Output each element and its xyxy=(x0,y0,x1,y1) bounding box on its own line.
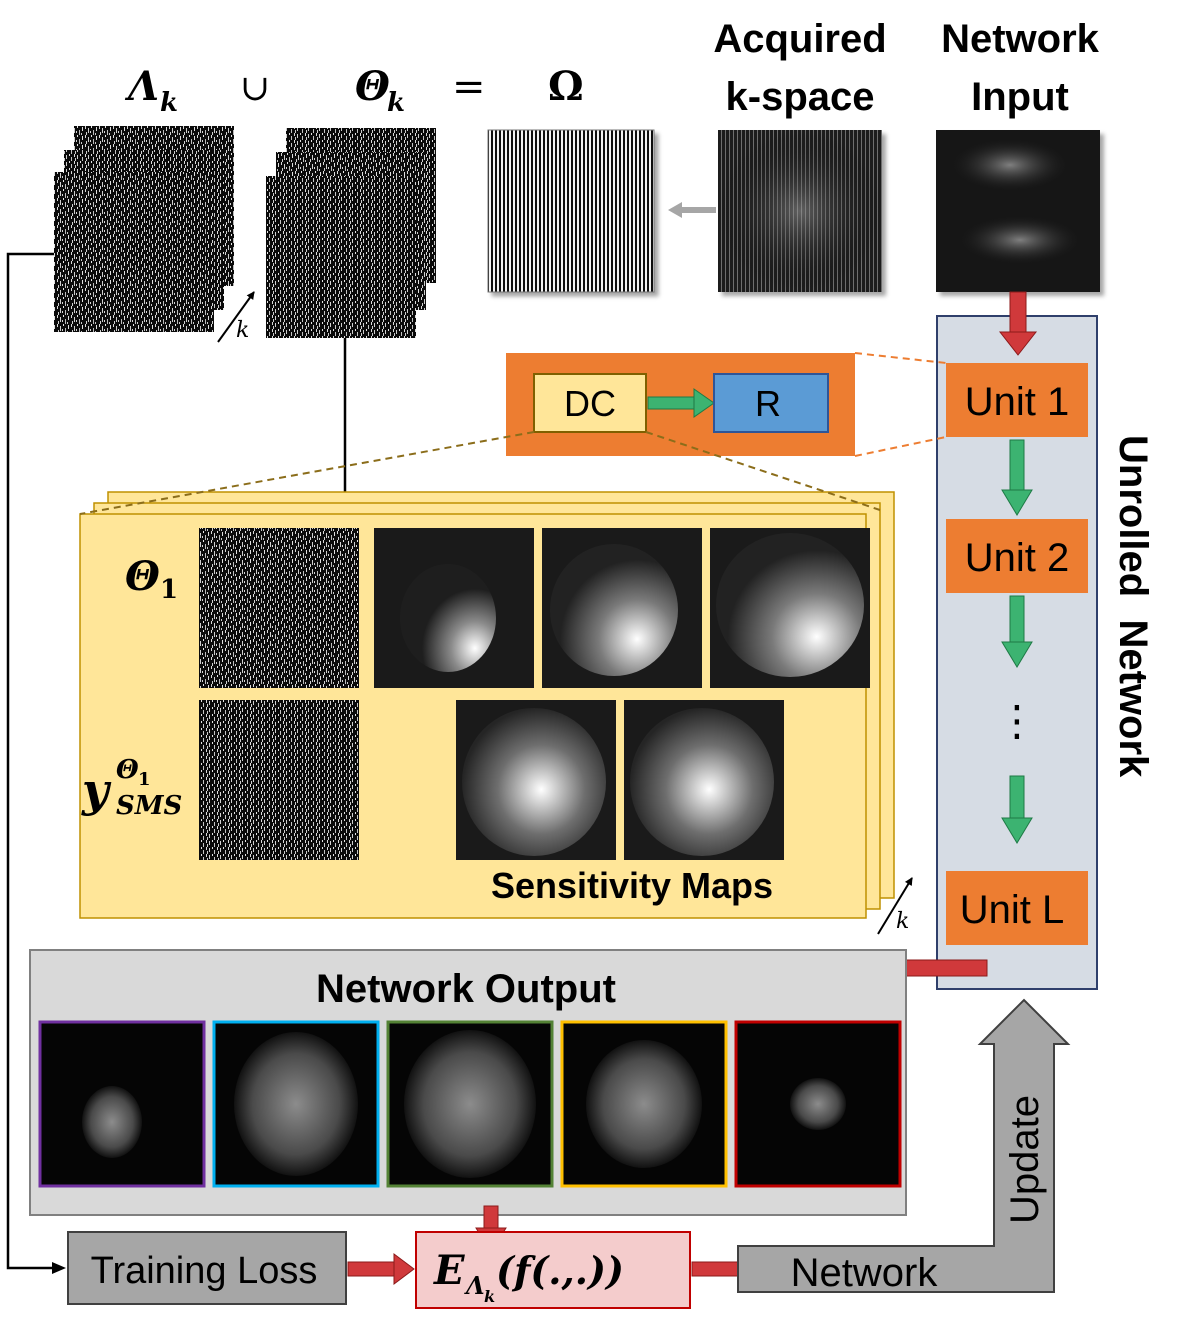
loss-to-expectation-arrowhead xyxy=(393,1253,415,1285)
equals-symbol: = xyxy=(452,64,486,110)
network-output-title: Network Output xyxy=(316,967,616,1011)
unit-l-label: Unit L xyxy=(960,888,1065,932)
union-symbol: ∪ xyxy=(240,68,270,109)
lambda-symbol: Λ xyxy=(124,63,159,110)
lambda-subscript: k xyxy=(160,88,178,118)
coil-blob-3 xyxy=(716,533,864,677)
mask-layer-front xyxy=(54,172,214,332)
k-axis-label: k xyxy=(236,318,249,343)
output-to-expectation-arrow xyxy=(483,1205,499,1231)
k-axis-arrow xyxy=(217,291,255,343)
r-label: R xyxy=(755,383,781,424)
dc-box[interactable] xyxy=(533,373,647,433)
mask-layer-front xyxy=(266,176,416,338)
expectation-to-network-arrow xyxy=(691,1261,741,1277)
unit-l[interactable]: Unit L xyxy=(946,871,1088,945)
unit-2-label: Unit 2 xyxy=(965,536,1070,580)
kspace-to-mask-arrowhead xyxy=(668,202,682,218)
theta-1-symbol: Θ xyxy=(125,553,160,600)
acquired-kspace-title-line2: k-space xyxy=(726,75,875,119)
output-slice-1-anatomy xyxy=(82,1086,142,1158)
lambda-mask-stack: k xyxy=(54,126,255,343)
unit-2[interactable]: Unit 2 xyxy=(946,519,1088,593)
flow-arrow-1 xyxy=(1009,439,1025,493)
expectation-e: E xyxy=(433,1247,465,1294)
flow-arrow-3 xyxy=(1009,775,1025,821)
flow-arrowhead-2 xyxy=(1001,641,1033,668)
input-to-unit1-arrowhead xyxy=(998,331,1038,356)
expectation-box[interactable] xyxy=(415,1231,691,1309)
theta-symbol: Θ xyxy=(355,63,390,110)
network-to-output-arrow xyxy=(894,959,988,977)
output-images xyxy=(38,1020,902,1188)
output-slice-4-anatomy xyxy=(586,1040,702,1168)
panel-k-label: k xyxy=(896,909,909,934)
output-slice-2-anatomy xyxy=(234,1032,358,1176)
zoom-line-bottom xyxy=(854,436,947,457)
equation: Λ k ∪ Θ k = Ω xyxy=(124,63,584,118)
unit-1-box[interactable] xyxy=(946,363,1088,437)
output-slice-3-anatomy xyxy=(404,1030,536,1178)
lambda-feedback-line xyxy=(6,252,56,1270)
y-sms-kspace xyxy=(199,700,359,860)
aliased-slice-top xyxy=(952,139,1068,191)
network-label: Network xyxy=(791,1251,939,1295)
dc-zoom-line-left xyxy=(79,431,535,515)
sensitivity-maps-caption: Sensitivity Maps xyxy=(491,865,773,906)
y-subscript: SMS xyxy=(116,791,182,821)
y-superscript: Θ xyxy=(116,755,139,785)
theta-subscript: k xyxy=(387,88,405,118)
unit-1[interactable]: Unit 1 xyxy=(946,363,1088,437)
dc-zoom-line-right xyxy=(645,431,881,511)
zoom-line-top xyxy=(854,352,947,364)
flow-arrowhead-1 xyxy=(1001,489,1033,516)
omega-mask xyxy=(487,129,655,293)
dc-label: DC xyxy=(564,383,616,424)
unit-ellipsis: ⋮ xyxy=(996,697,1038,744)
unit-2-box[interactable] xyxy=(946,519,1088,593)
expectation-subscript: Λ xyxy=(464,1271,485,1300)
loss-to-expectation-arrow xyxy=(347,1261,397,1277)
lambda-feedback-arrowhead xyxy=(52,1262,66,1274)
y-superscript-subscript: 1 xyxy=(138,769,151,790)
network-input-title-line2: Input xyxy=(971,75,1069,119)
update-label: Update xyxy=(1003,1095,1047,1224)
expectation-formula: E Λ k (f(.,.)) xyxy=(433,1247,624,1306)
output-slice-5-anatomy xyxy=(790,1078,846,1130)
theta-1-mask xyxy=(199,528,359,688)
unrolled-network-label: Unrolled Network xyxy=(1111,435,1155,778)
acquired-kspace: Acquired k-space xyxy=(713,17,887,292)
coil-blob-4 xyxy=(462,708,606,856)
dc-to-r-arrow xyxy=(647,396,697,410)
omega-symbol: Ω xyxy=(548,63,584,110)
network-input-title-line1: Network xyxy=(941,17,1100,61)
theta-1-subscript: 1 xyxy=(160,575,178,605)
network-input: Network Input xyxy=(936,17,1100,292)
training-loss-box[interactable] xyxy=(67,1231,347,1305)
expectation-subscript-k: k xyxy=(484,1287,495,1306)
dc-to-r-arrowhead xyxy=(693,388,715,418)
unit-1-label: Unit 1 xyxy=(965,380,1070,424)
input-to-unit1-arrow xyxy=(1009,291,1027,335)
acquired-kspace-title-line1: Acquired xyxy=(713,17,886,61)
flow-arrow-2 xyxy=(1009,595,1025,645)
kspace-center xyxy=(718,130,882,292)
unit-l-box[interactable] xyxy=(946,871,1088,945)
training-loss-label: Training Loss xyxy=(91,1250,318,1292)
y-symbol: y xyxy=(81,763,112,817)
update-arrow xyxy=(737,998,1071,1293)
unit-flow-arrows xyxy=(1001,439,1033,844)
theta-mask-stack xyxy=(266,128,436,338)
expectation-argument: (f(.,.)) xyxy=(496,1248,624,1293)
panel-k-arrow xyxy=(877,877,913,935)
aliased-slice-bottom xyxy=(960,216,1080,264)
coil-blob-1 xyxy=(400,564,496,672)
coil-blob-5 xyxy=(630,708,774,856)
coil-blob-2 xyxy=(550,544,678,676)
flow-arrowhead-3 xyxy=(1001,817,1033,844)
r-box[interactable] xyxy=(713,373,829,433)
sensitivity-maps xyxy=(374,528,870,860)
